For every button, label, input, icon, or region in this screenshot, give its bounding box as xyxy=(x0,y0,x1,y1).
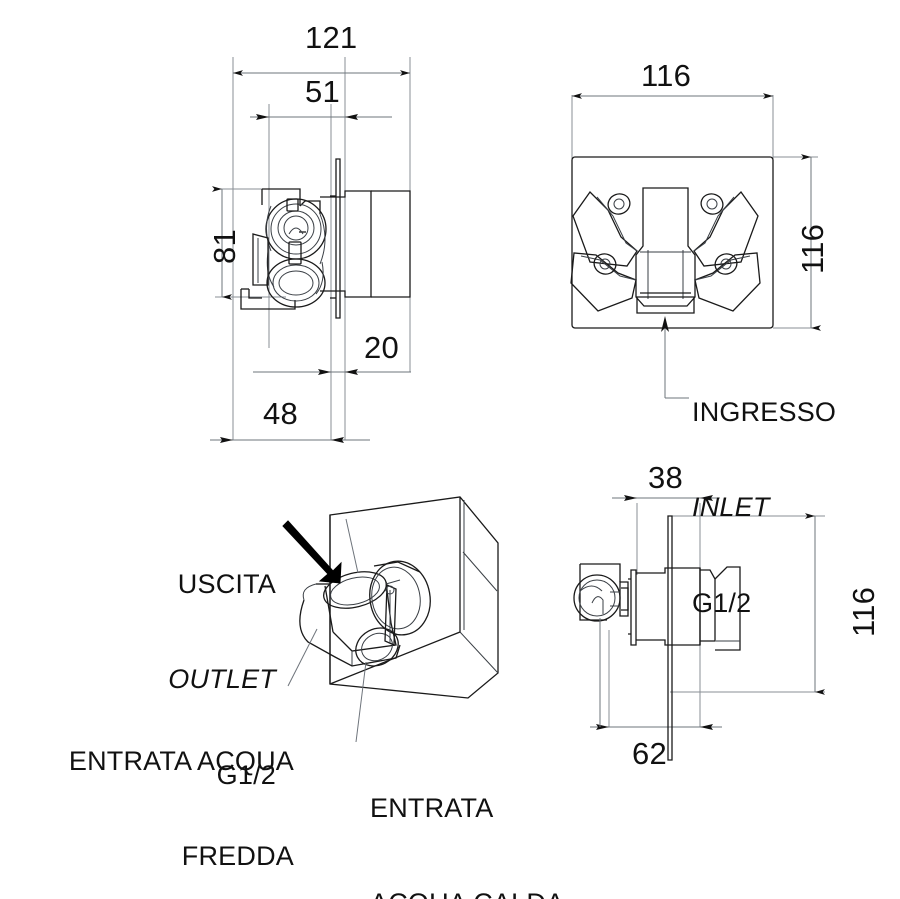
dim-label-116-height: 116 xyxy=(795,223,830,274)
view-bottom-right xyxy=(573,495,825,761)
callout-cold-line2: FREDDA xyxy=(181,841,294,872)
callout-outlet-line1: USCITA xyxy=(177,568,276,599)
callout-outlet-line3: G1/2 xyxy=(216,759,276,790)
extension-lines-top-left xyxy=(215,57,411,440)
callout-inlet-line2: INLET xyxy=(692,492,770,523)
cold-water-leader xyxy=(287,628,318,687)
valve-body-side xyxy=(240,158,411,319)
callout-inlet-line3: G1/2 xyxy=(692,587,752,618)
dim-label-20: 20 xyxy=(364,330,399,365)
dim-51 xyxy=(250,114,392,120)
iso-valve-body xyxy=(299,560,431,667)
callout-inlet: INGRESSO INLET G1/2 xyxy=(692,333,836,683)
inlet-pointer xyxy=(661,316,689,399)
dim-label-48: 48 xyxy=(263,396,298,431)
view-top-right xyxy=(570,93,821,399)
dim-label-121: 121 xyxy=(305,20,358,55)
dim-38 xyxy=(612,495,720,501)
dim-label-62: 62 xyxy=(632,736,667,771)
plate-edge xyxy=(667,515,673,761)
dim-20 xyxy=(253,369,411,375)
valve-body-elevation xyxy=(573,563,741,651)
callout-outlet-line2: OUTLET xyxy=(168,664,276,695)
dim-48 xyxy=(210,437,370,443)
dim-label-116-right: 116 xyxy=(846,586,881,637)
callout-hot-line2: ACQUA CALDA xyxy=(370,888,617,899)
callout-cold-line1: ENTRATA ACQUA xyxy=(68,745,294,776)
view-bottom-left xyxy=(282,496,499,743)
hot-water-leader xyxy=(355,661,367,743)
callout-cold-water: ENTRATA ACQUA FREDDA COLD WATER INLET G1… xyxy=(6,682,294,899)
dim-label-116-width: 116 xyxy=(641,58,692,93)
callout-hot-line1: ENTRATA xyxy=(370,792,494,823)
outlet-arrow xyxy=(282,518,359,584)
escutcheon-plate xyxy=(571,156,774,329)
lever-handle-positions xyxy=(570,187,761,314)
dim-label-51: 51 xyxy=(305,74,340,109)
view-top-left xyxy=(210,57,411,443)
callout-outlet: USCITA OUTLET G1/2 xyxy=(24,505,276,855)
callout-inlet-line1: INGRESSO xyxy=(692,396,837,427)
dim-label-38: 38 xyxy=(648,460,683,495)
dim-62 xyxy=(590,724,722,730)
iso-wall-plate xyxy=(329,496,499,699)
callout-hot-water: ENTRATA ACQUA CALDA HOT WATER INLET G1/2 xyxy=(370,729,617,899)
dim-label-81: 81 xyxy=(207,229,242,264)
